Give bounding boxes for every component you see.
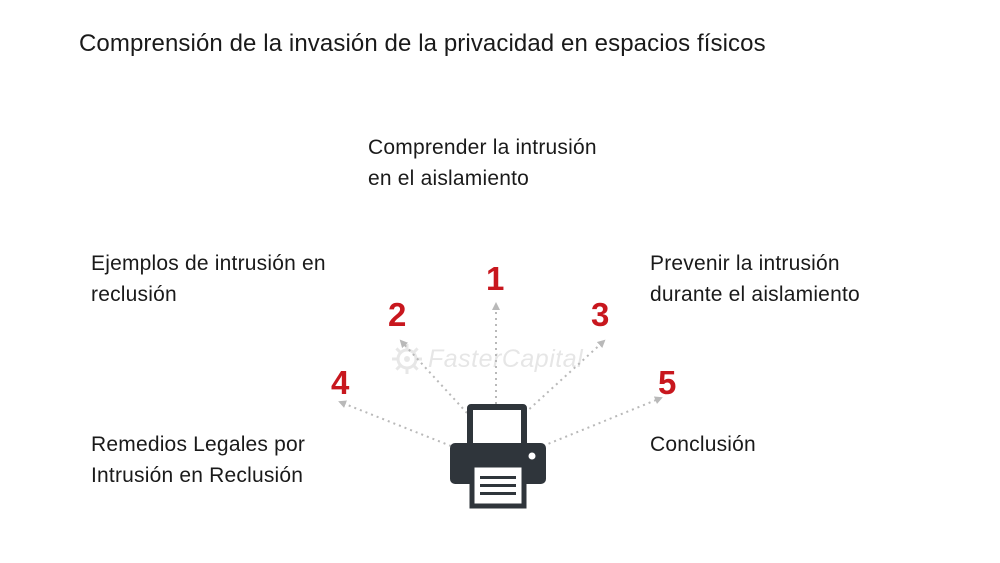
printer-icon xyxy=(450,404,546,509)
item-label-2-line-1: Ejemplos de intrusión en xyxy=(91,252,326,275)
item-label-4-line-1: Remedios Legales por xyxy=(91,433,306,456)
item-label-3: Prevenir la intrusión durante el aislami… xyxy=(650,248,860,310)
item-label-1-line-2: en el aislamiento xyxy=(368,167,529,190)
step-number-2: 2 xyxy=(388,296,407,333)
step-number-4: 4 xyxy=(331,364,350,401)
item-label-4-line-2: Intrusión en Reclusión xyxy=(91,464,304,487)
watermark-text: FasterCapital xyxy=(428,344,584,373)
item-label-5-line-1: Conclusión xyxy=(650,433,756,456)
arrow-2 xyxy=(399,339,468,414)
item-label-3-line-1: Prevenir la intrusión xyxy=(650,252,840,275)
item-label-1-line-1: Comprender la intrusión xyxy=(368,136,597,159)
item-label-1: Comprender la intrusión en el aislamient… xyxy=(368,132,597,194)
arrow-3 xyxy=(524,339,606,414)
step-number-5: 5 xyxy=(658,364,677,401)
item-label-3-line-2: durante el aislamiento xyxy=(650,283,860,306)
step-number-1: 1 xyxy=(486,260,505,297)
watermark: FasterCapital xyxy=(390,342,583,376)
page-title: Comprensión de la invasión de la privaci… xyxy=(79,30,766,57)
item-label-4: Remedios Legales por Intrusión en Reclus… xyxy=(91,429,305,491)
step-number-3: 3 xyxy=(591,296,610,333)
item-label-5: Conclusión xyxy=(650,429,756,460)
arrow-4 xyxy=(338,400,452,447)
item-label-2-line-2: reclusión xyxy=(91,283,177,306)
arrow-5 xyxy=(542,396,663,447)
item-label-2: Ejemplos de intrusión en reclusión xyxy=(91,248,326,310)
